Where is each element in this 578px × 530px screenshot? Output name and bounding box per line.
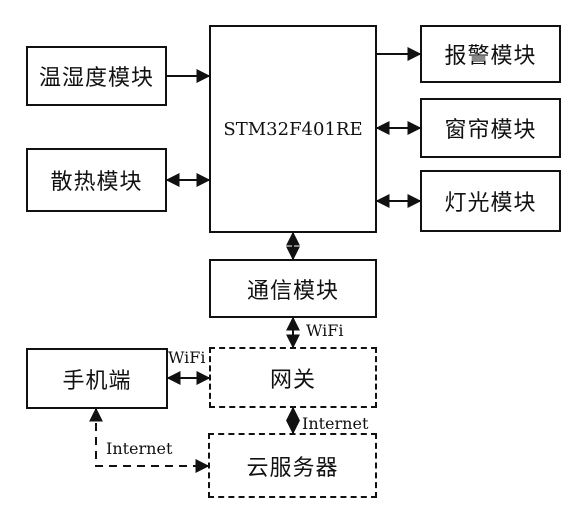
- block-temp-humidity: 温湿度模块: [26, 46, 167, 106]
- block-phone-label: 手机端: [62, 368, 132, 394]
- block-mcu: STM32F401RE: [209, 25, 377, 233]
- block-comm-label: 通信模块: [246, 278, 339, 304]
- block-cooling-label: 散热模块: [50, 170, 143, 195]
- block-gateway-label: 网关: [269, 367, 316, 393]
- block-curtain: 窗帘模块: [420, 98, 561, 158]
- block-cloud-label: 云服务器: [246, 455, 339, 481]
- block-light-label: 灯光模块: [444, 191, 537, 216]
- arrow-phone-cloud: [89, 407, 210, 473]
- block-alarm: 报警模块: [420, 25, 561, 83]
- link-label-phone-cloud: Internet: [106, 439, 173, 458]
- block-cloud: 云服务器: [208, 433, 377, 498]
- link-label-gateway-cloud: Internet: [302, 414, 369, 433]
- block-phone: 手机端: [26, 348, 168, 409]
- block-temp-humidity-label: 温湿度模块: [38, 66, 154, 91]
- block-cooling: 散热模块: [26, 148, 167, 212]
- block-alarm-label: 报警模块: [444, 44, 537, 69]
- block-mcu-label: STM32F401RE: [223, 118, 363, 140]
- block-comm: 通信模块: [209, 259, 377, 318]
- block-gateway: 网关: [209, 347, 377, 408]
- block-curtain-label: 窗帘模块: [444, 118, 537, 143]
- link-label-comm-gateway: WiFi: [306, 321, 344, 340]
- block-light: 灯光模块: [420, 170, 561, 232]
- link-label-phone-gateway: WiFi: [168, 348, 206, 367]
